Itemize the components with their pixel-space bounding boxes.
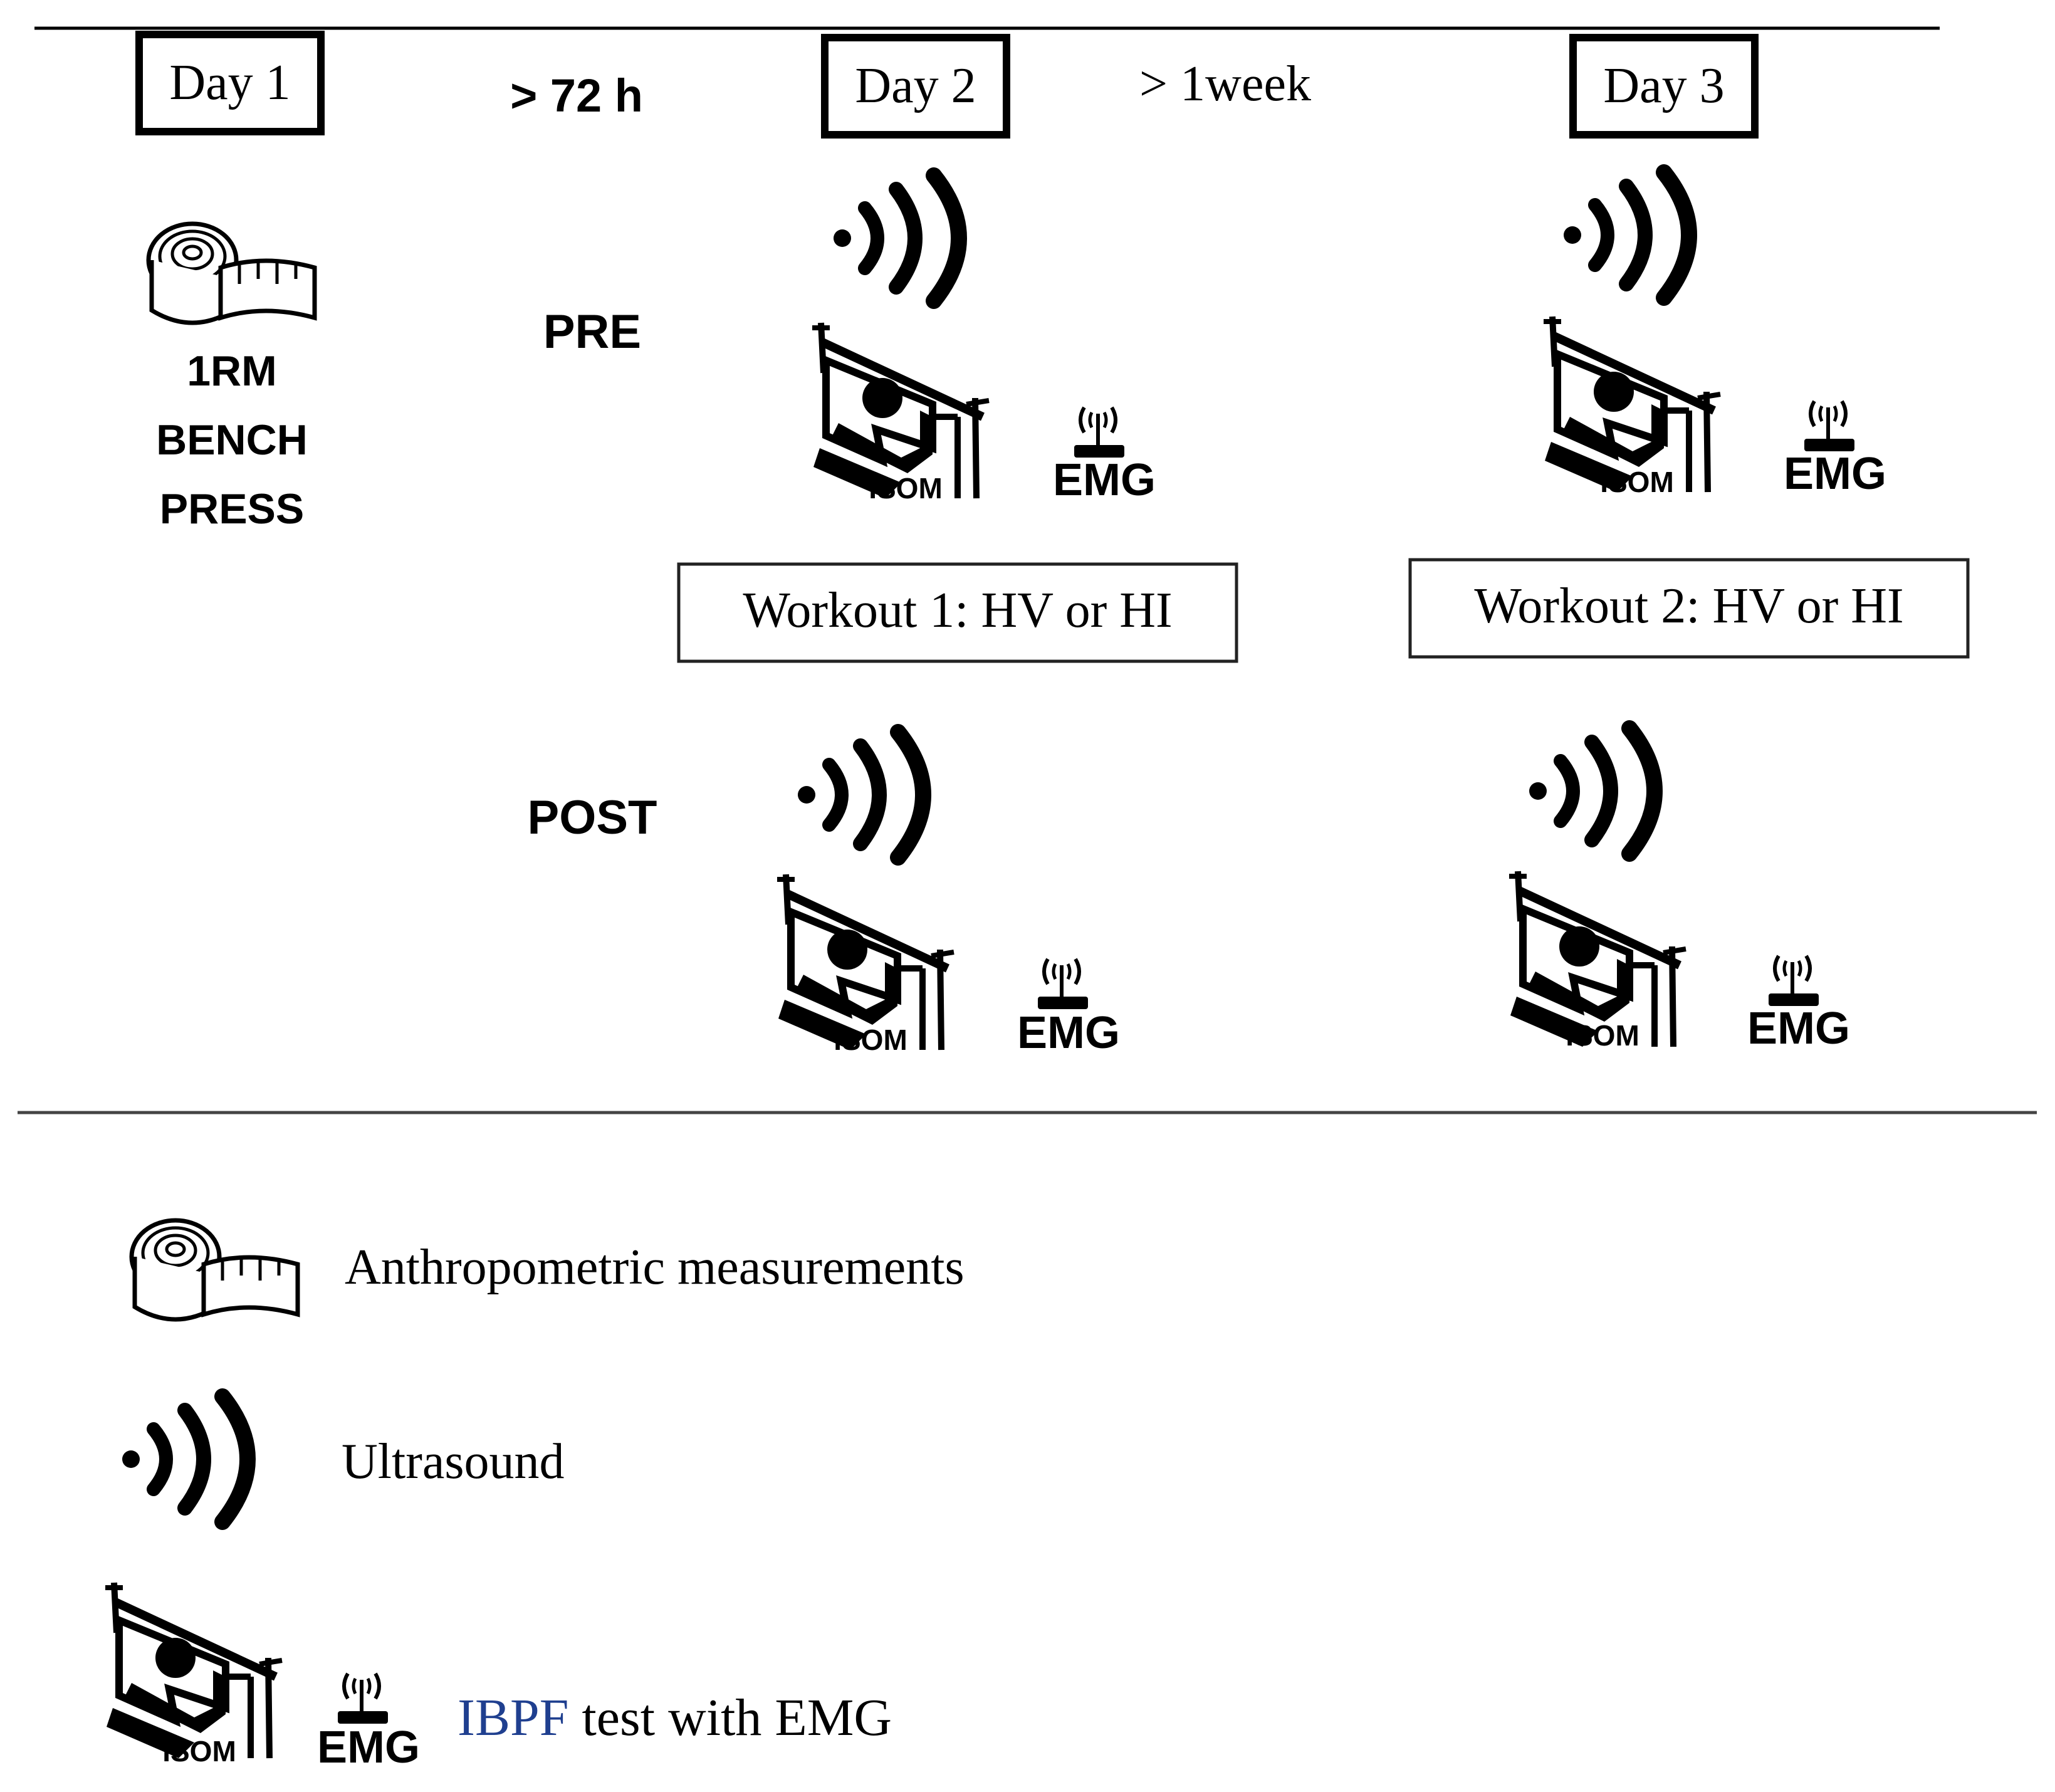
emg-sensor-icon [1769,956,1819,1006]
isom-label: ISOM [1600,466,1674,498]
interval-1week: > 1week [1139,56,1311,112]
isom-label: ISOM [869,472,943,505]
legend: Anthropometric measurements Ultrasound I… [105,1220,965,1773]
day-2-label: Day 2 [855,58,976,113]
emg-sensor-icon [338,1674,388,1724]
isom-label: ISOM [834,1024,907,1056]
emg-label: EMG [1017,1008,1120,1058]
day-3-label: Day 3 [1603,58,1724,113]
isom-label: ISOM [1566,1019,1639,1052]
emg-sensor-icon [1804,401,1854,451]
workout-2-label: Workout 2: HV or HI [1474,579,1903,634]
ultrasound-icon [1564,172,1689,298]
ibpf-highlight: IBPF [458,1689,568,1747]
emg-label: EMG [1784,449,1886,499]
interval-72h: > 72 h [510,70,643,122]
emg-label: EMG [317,1722,420,1773]
legend-anthropometric-label: Anthropometric measurements [345,1240,965,1295]
emg-label: EMG [1747,1003,1850,1054]
day-2-box: Day 2 [821,34,1010,139]
isometric-bench-icon [105,1583,282,1758]
tape-measure-icon [149,224,315,323]
day1-test-line-3: PRESS [160,485,305,533]
day-3-box: Day 3 [1569,34,1759,139]
ultrasound-icon [1529,728,1655,854]
day1-test-line-1: 1RM [187,347,277,395]
day-1-box: Day 1 [135,31,325,135]
legend-ultrasound-label: Ultrasound [342,1434,565,1489]
workout-1-label: Workout 1: HV or HI [743,583,1172,638]
day-1-label: Day 1 [169,55,290,110]
tape-measure-icon [132,1220,298,1319]
ibpf-rest: test with EMG [568,1689,892,1747]
isom-label: ISOM [162,1735,236,1768]
ultrasound-icon [122,1396,248,1522]
emg-label: EMG [1053,455,1156,505]
day1-test-line-2: BENCH [156,416,308,464]
emg-sensor-icon [1074,407,1124,458]
workout-1-box: Workout 1: HV or HI [677,562,1238,663]
ultrasound-icon [834,176,959,301]
legend-ibpf-label: IBPF test with EMG [458,1689,892,1747]
phase-post-label: POST [528,791,657,844]
emg-sensor-icon [1038,959,1088,1009]
phase-pre-label: PRE [543,305,641,359]
ultrasound-icon [798,732,923,857]
workout-2-box: Workout 2: HV or HI [1408,558,1970,659]
